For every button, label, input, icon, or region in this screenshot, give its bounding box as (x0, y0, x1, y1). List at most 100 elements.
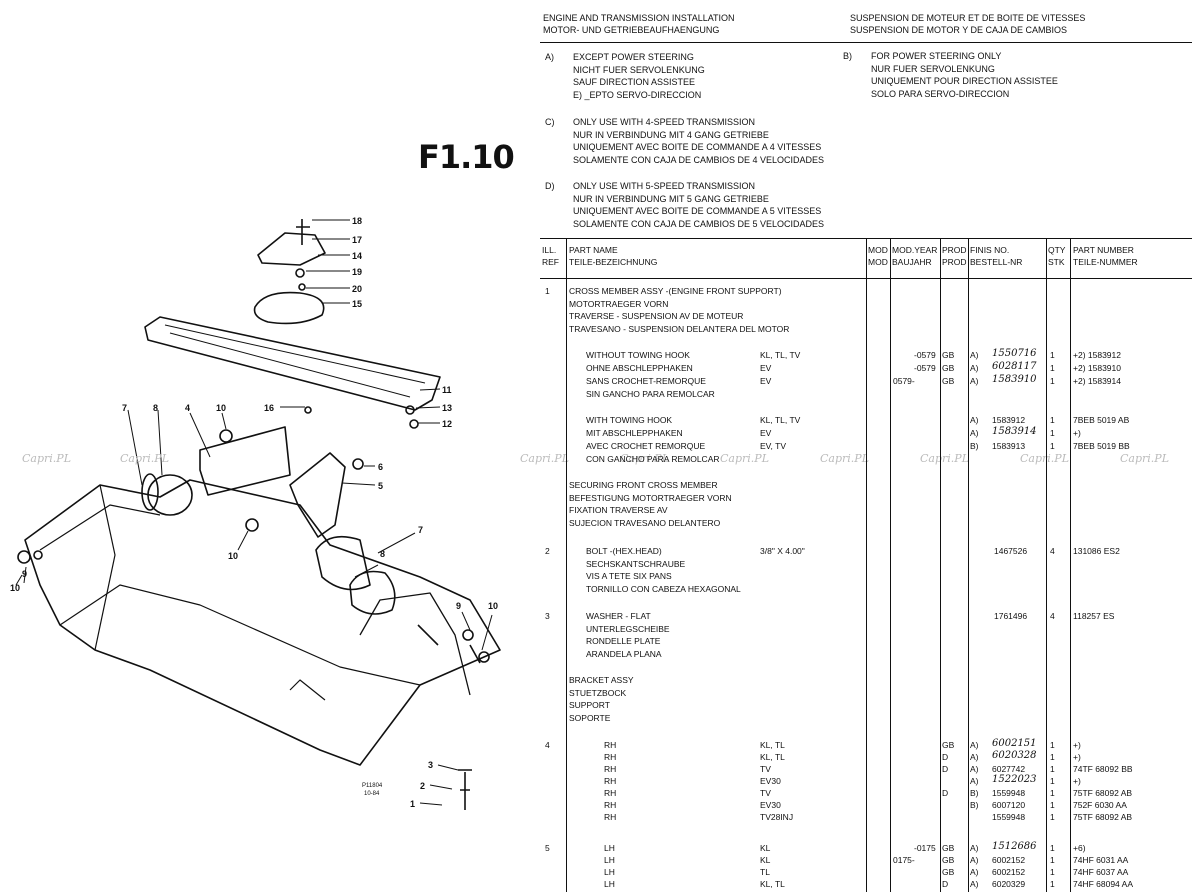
mount-bush-left (147, 474, 193, 516)
note-c: C) ONLY USE WITH 4-SPEED TRANSMISSION NU… (545, 116, 845, 171)
callout: 14 (352, 251, 362, 261)
section-line: TRAVERSE - SUSPENSION AV DE MOTEUR (569, 311, 744, 321)
row-variant: EV30 (760, 800, 781, 810)
drawing-stamp: P11804 (362, 783, 383, 789)
row-variant: KL, TL (760, 879, 785, 889)
note-line: NUR FUER SERVOLENKUNG (871, 63, 995, 74)
callout: 4 (185, 403, 190, 413)
row-variant: KL, TL (760, 752, 785, 762)
row-part: 75TF 68092 AB (1073, 788, 1133, 798)
header-text: MOD (868, 245, 888, 255)
row-prod: D (942, 752, 949, 762)
row-part: +6) (1073, 843, 1086, 853)
row-prod: GB (942, 376, 955, 386)
header-text: STK (1048, 257, 1065, 267)
row-qty: 1 (1050, 415, 1055, 425)
row-part: +) (1073, 428, 1081, 438)
cross-member (24, 479, 501, 766)
row-qty: 1 (1050, 879, 1055, 889)
row-finis: 6020328 (992, 750, 1037, 761)
watermark: Capri.PL (1120, 452, 1169, 465)
header-en-de: ENGINE AND TRANSMISSION INSTALLATION MOT… (543, 12, 735, 36)
row-variant: TL (760, 867, 770, 877)
header-text: PROD (942, 245, 967, 255)
row-prod: GB (942, 867, 955, 877)
row-note: B) (970, 788, 979, 798)
item-lines: WASHER - FLAT UNTERLEGSCHEIBE RONDELLE P… (586, 610, 670, 660)
callout: 8 (153, 403, 158, 413)
mount-ring-right (315, 535, 371, 591)
row-prod: D (942, 764, 949, 774)
watermark: Capri.PL (22, 452, 71, 465)
row-prod: GB (942, 350, 955, 360)
row-part: 74HF 68094 AA (1073, 879, 1134, 889)
row-finis: 6002152 (992, 867, 1026, 877)
note-line: SOLAMENTE CON CAJA DE CAMBIOS DE 5 VELOC… (573, 218, 825, 229)
row-name: SIN GANCHO PARA REMOLCAR (586, 389, 715, 399)
row-name: RH (604, 740, 617, 750)
row-qty: 1 (1050, 788, 1055, 798)
callout: 9 (22, 569, 27, 579)
row-qty: 1 (1050, 740, 1055, 750)
note-tag: C) (545, 117, 555, 127)
note-line: SOLAMENTE CON CAJA DE CAMBIOS DE 4 VELOC… (573, 154, 825, 165)
row-name: AVEC CROCHET REMORQUE (586, 441, 706, 451)
row-finis: 1559948 (992, 788, 1026, 798)
row-name: OHNE ABSCHLEPPHAKEN (586, 363, 693, 373)
item-line: BOLT -(HEX.HEAD) (586, 546, 662, 556)
row-prod: GB (942, 740, 955, 750)
item-line: RONDELLE PLATE (586, 636, 661, 646)
row-note: A) (970, 376, 979, 386)
note-line: UNIQUEMENT AVEC BOITE DE COMMANDE A 4 VI… (573, 142, 822, 152)
item-line: VIS A TETE SIX PANS (586, 571, 672, 581)
row-note: A) (970, 776, 979, 786)
callout: 5 (378, 481, 383, 491)
section-title: CROSS MEMBER ASSY -(ENGINE FRONT SUPPORT… (569, 285, 789, 335)
row-variant: EV (760, 428, 772, 438)
row-qty: 1 (1050, 752, 1055, 762)
note-tag: D) (545, 181, 555, 191)
watermark: Capri.PL (120, 452, 169, 465)
row-prod: GB (942, 363, 955, 373)
row-finis: 1550716 (992, 348, 1037, 359)
note-tag: A) (545, 52, 554, 62)
row-name: RH (604, 764, 617, 774)
watermark: Capri.PL (920, 452, 969, 465)
header-text: FINIS NO. (970, 245, 1010, 255)
callout: 9 (456, 601, 461, 611)
row-note: A) (970, 855, 979, 865)
row-qty: 1 (1050, 867, 1055, 877)
row-prod: GB (942, 843, 955, 853)
row-finis: 6002151 (992, 738, 1037, 749)
item-line: ARANDELA PLANA (586, 648, 662, 659)
row-part: 118257 ES (1073, 611, 1115, 621)
row-finis: 6027742 (992, 764, 1026, 774)
row-name: LH (604, 843, 615, 853)
callout: 8 (380, 549, 385, 559)
col-finis: FINIS NO.BESTELL-NR (970, 244, 1022, 268)
bolt-bottom (458, 769, 472, 810)
watermark: Capri.PL (520, 452, 569, 465)
item-lines: BOLT -(HEX.HEAD) SECHSKANTSCHRAUBE VIS A… (586, 545, 741, 595)
row-name: RH (604, 776, 617, 786)
note-line: E) _EPTO SERVO-DIRECCION (573, 89, 702, 100)
callout: 18 (352, 216, 362, 226)
callout: 10 (228, 551, 238, 561)
row-part: +) (1073, 776, 1081, 786)
note-tag: B) (843, 51, 852, 61)
header-text: ILL. (542, 245, 557, 255)
item-ref: 3 (545, 611, 550, 621)
row-variant: EV (760, 376, 772, 386)
note-line: NICHT FUER SERVOLENKUNG (573, 64, 705, 75)
section-title: SECURING FRONT CROSS MEMBER BEFESTIGUNG … (569, 479, 732, 529)
header-line: SUSPENSION DE MOTEUR ET DE BOITE DE VITE… (850, 13, 1086, 23)
row-note: A) (970, 843, 979, 853)
row-finis: 6007120 (992, 800, 1026, 810)
callout: 11 (442, 385, 452, 395)
row-finis: 1467526 (994, 546, 1028, 556)
row-note: A) (970, 350, 979, 360)
row-note: A) (970, 752, 979, 762)
row-variant: EV30 (760, 776, 781, 786)
mount-plate-top (257, 232, 326, 266)
